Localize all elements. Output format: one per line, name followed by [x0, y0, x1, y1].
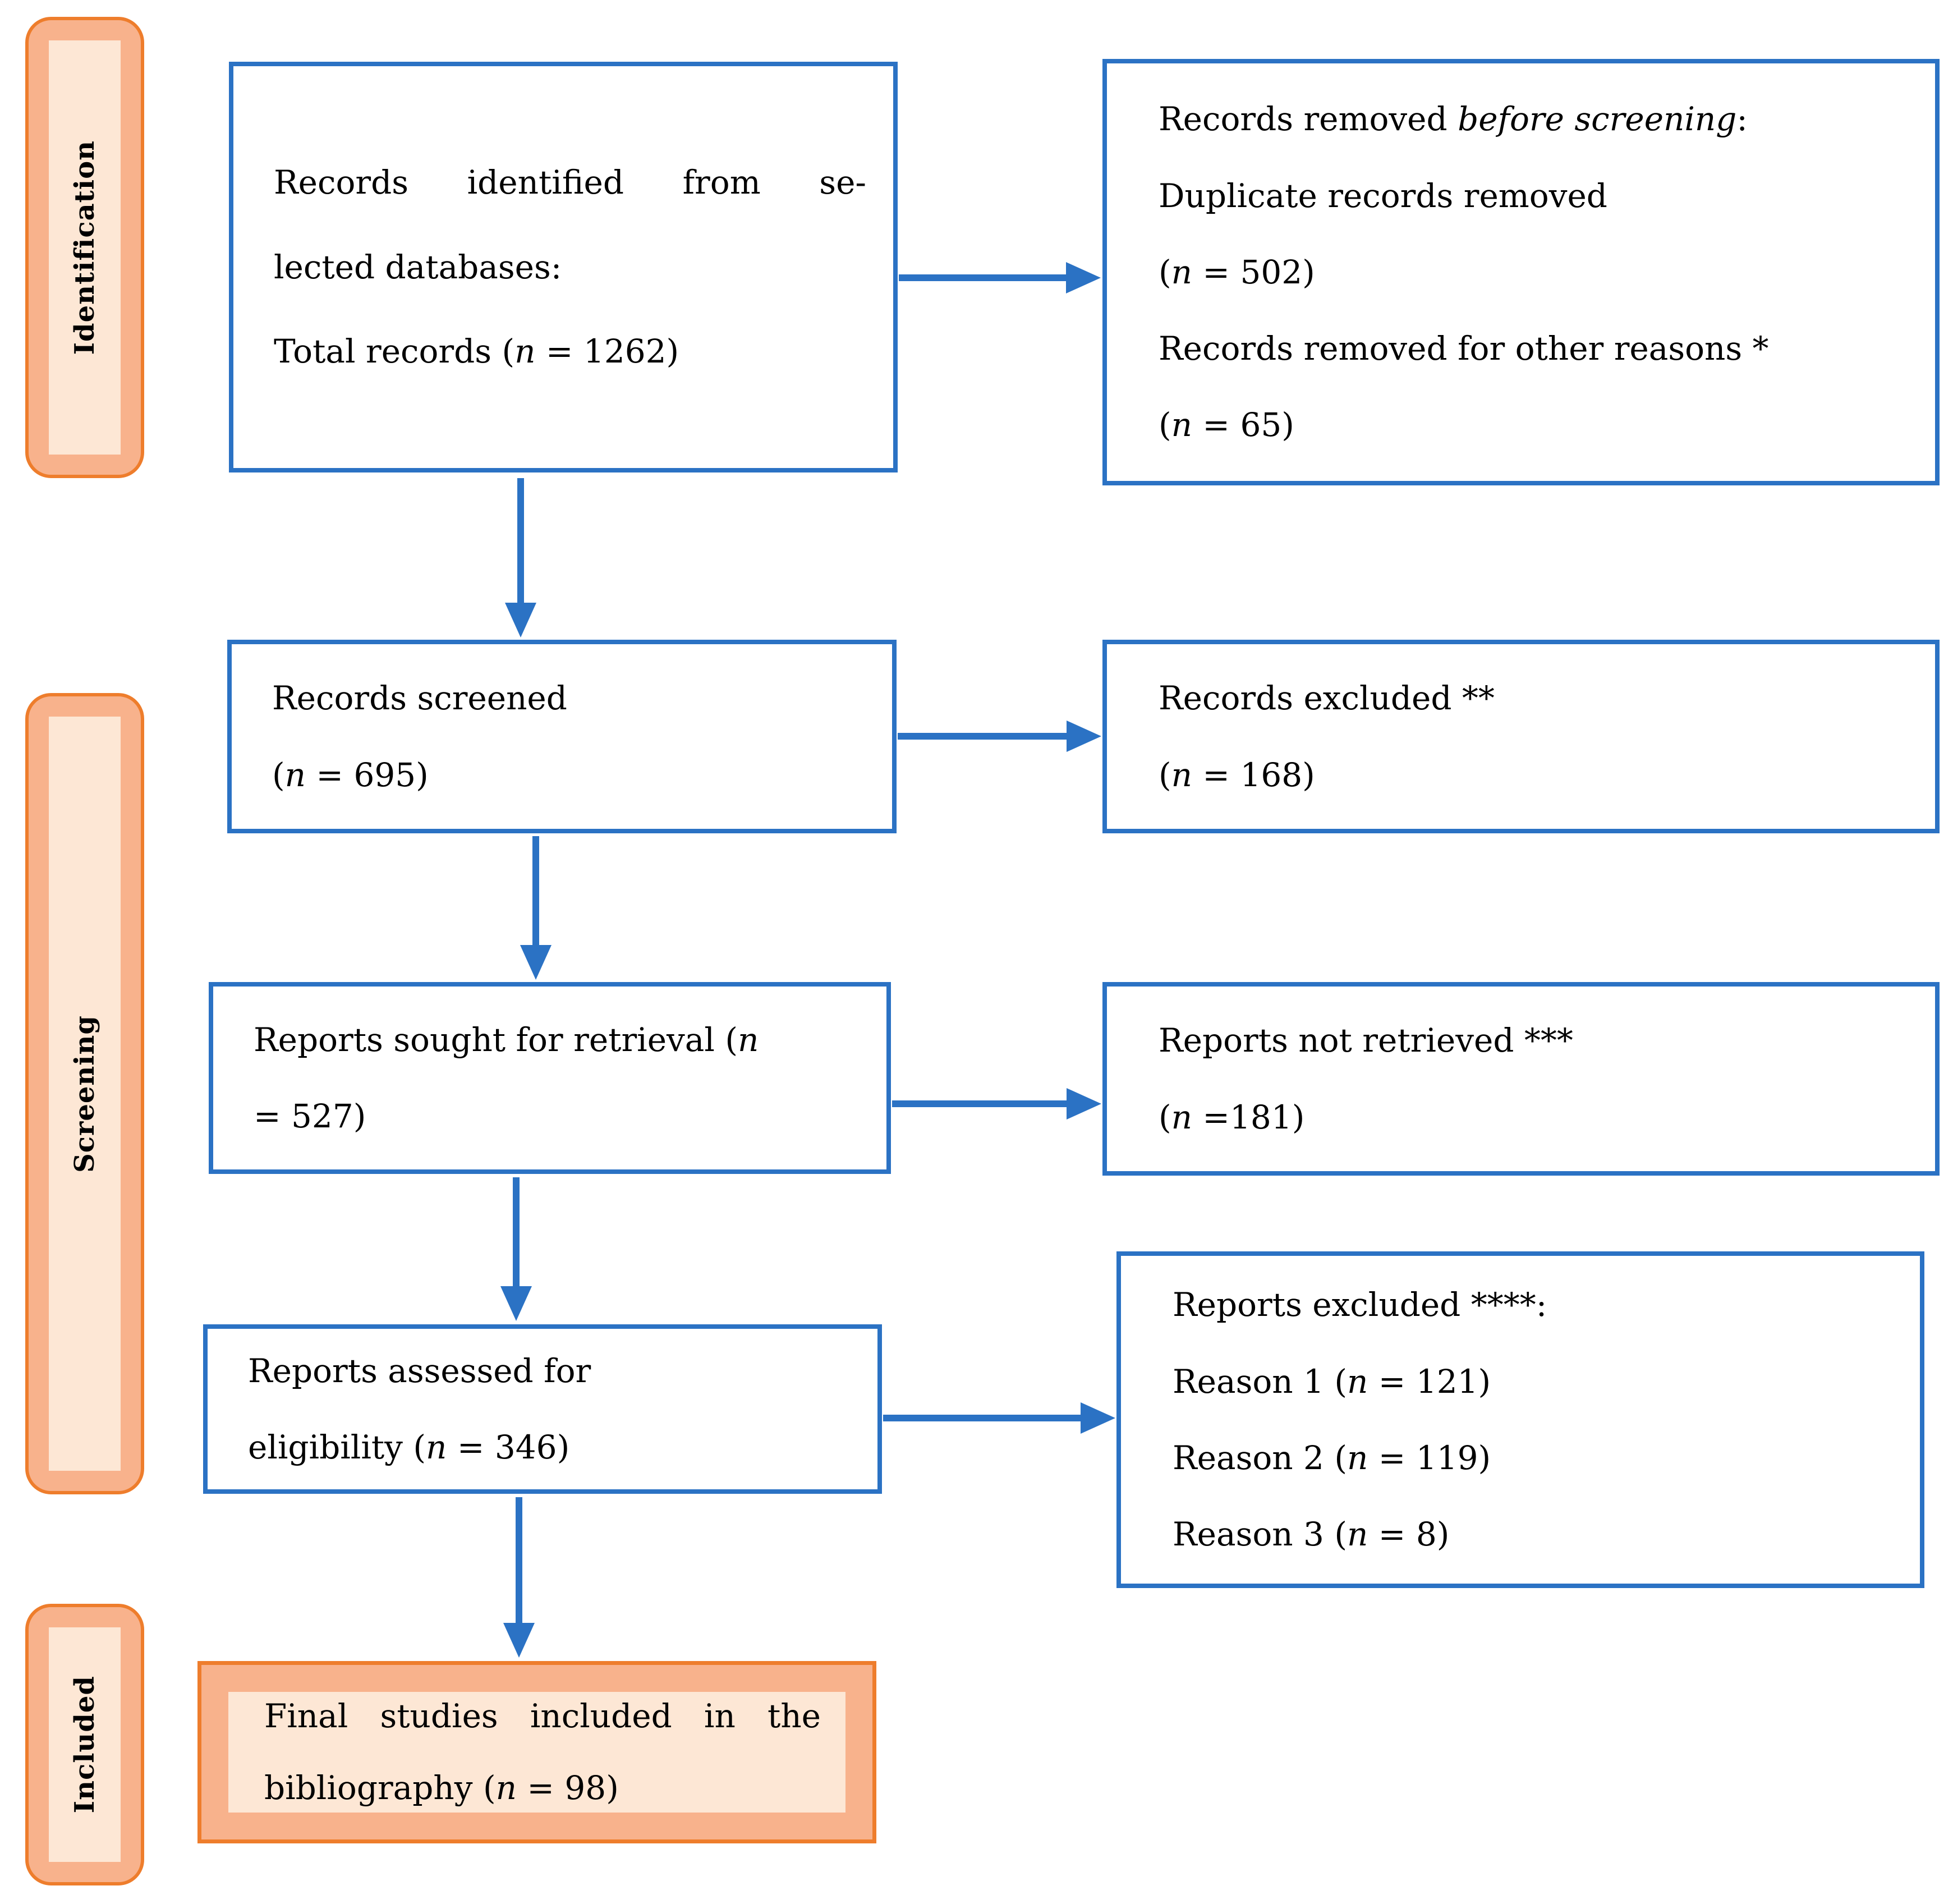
arrow-head — [1081, 1402, 1115, 1434]
box-reports-assessed-for-eligibility: Reports assessed for eligibility (n = 34… — [203, 1324, 882, 1494]
arrow-assessed-to-reports-excluded — [883, 1402, 1115, 1434]
box-text-line: Records screened — [272, 679, 567, 718]
stage-label-text: Identification — [69, 140, 100, 355]
box-records-excluded: Records excluded ** (n = 168) — [1102, 640, 1940, 833]
arrow-head — [520, 945, 552, 980]
arrow-screened-to-sought — [520, 836, 552, 980]
arrow-head — [503, 1623, 535, 1658]
box-text-line: Total records (n = 1262) — [274, 332, 679, 371]
arrow-head — [1067, 1088, 1101, 1120]
box-text-line: Records removed for other reasons * — [1159, 329, 1769, 368]
box-text-line: Reports sought for retrieval (n — [254, 1020, 759, 1059]
box-text-line: Records excluded ** — [1159, 679, 1495, 718]
arrow-sought-to-assessed — [500, 1177, 532, 1321]
box-text-line: (n = 65) — [1159, 406, 1294, 444]
arrow-sought-to-not-retrieved — [892, 1088, 1101, 1120]
box-text-line: Reason 2 (n = 119) — [1173, 1439, 1491, 1477]
stage-label-screening: Screening — [25, 693, 144, 1494]
box-text-line: bibliography (n = 98) — [264, 1768, 619, 1807]
box-text-line: = 527) — [254, 1097, 366, 1135]
arrow-head — [1067, 721, 1101, 752]
arrow-head — [1066, 262, 1101, 293]
arrow-screened-to-excluded — [898, 721, 1101, 752]
box-text-line: (n = 695) — [272, 755, 429, 794]
box-text-line: lected databases: — [274, 247, 562, 286]
box-text-line: Final studies included in the — [264, 1696, 821, 1735]
box-final-studies-included: Final studies included in the bibliograp… — [197, 1661, 876, 1843]
box-text-line: (n =181) — [1159, 1098, 1305, 1136]
box-text-line: Reason 3 (n = 8) — [1173, 1515, 1450, 1554]
stage-label-identification: Identification — [25, 17, 144, 478]
arrow-line — [513, 1177, 520, 1286]
box-text-line: eligibility (n = 346) — [248, 1428, 570, 1466]
arrow-line — [883, 1415, 1082, 1421]
stage-label-included: Included — [25, 1604, 144, 1885]
box-text-line: Reason 1 (n = 121) — [1173, 1362, 1491, 1401]
box-text-line: Records removed before screening: — [1159, 100, 1748, 139]
box-text-line: Reports excluded ****: — [1173, 1286, 1547, 1324]
arrow-line — [898, 733, 1068, 740]
arrow-line — [532, 836, 539, 945]
arrow-head — [500, 1286, 532, 1321]
arrow-line — [899, 274, 1067, 281]
box-text-line: Records identified from se- — [274, 163, 866, 201]
stage-label-inner: Screening — [49, 717, 121, 1471]
stage-label-inner: Identification — [49, 40, 121, 455]
box-text-line: Duplicate records removed — [1159, 176, 1607, 215]
box-text-line: (n = 168) — [1159, 755, 1315, 794]
box-records-screened: Records screened (n = 695) — [227, 640, 897, 833]
arrow-assessed-to-included — [503, 1497, 535, 1658]
arrow-line — [516, 1497, 522, 1623]
arrow-line — [517, 478, 524, 603]
final-box-inner: Final studies included in the bibliograp… — [228, 1692, 845, 1813]
arrow-identified-to-screened — [505, 478, 536, 637]
box-text-line: (n = 502) — [1159, 253, 1315, 291]
box-records-identified: Records identified from se- lected datab… — [229, 62, 898, 472]
arrow-head — [505, 603, 536, 637]
arrow-line — [892, 1100, 1068, 1107]
box-records-removed-before-screening: Records removed before screening: Duplic… — [1102, 59, 1940, 485]
stage-label-text: Included — [69, 1676, 100, 1814]
stage-label-inner: Included — [49, 1627, 121, 1862]
arrow-identified-to-removed — [899, 262, 1101, 293]
box-reports-excluded-reasons: Reports excluded ****: Reason 1 (n = 121… — [1116, 1251, 1924, 1588]
box-text-line: Reports assessed for — [248, 1351, 591, 1390]
stage-label-text: Screening — [69, 1015, 100, 1173]
box-reports-sought-for-retrieval: Reports sought for retrieval (n = 527) — [209, 982, 891, 1174]
box-text-line: Reports not retrieved *** — [1159, 1021, 1573, 1060]
box-reports-not-retrieved: Reports not retrieved *** (n =181) — [1102, 982, 1940, 1176]
